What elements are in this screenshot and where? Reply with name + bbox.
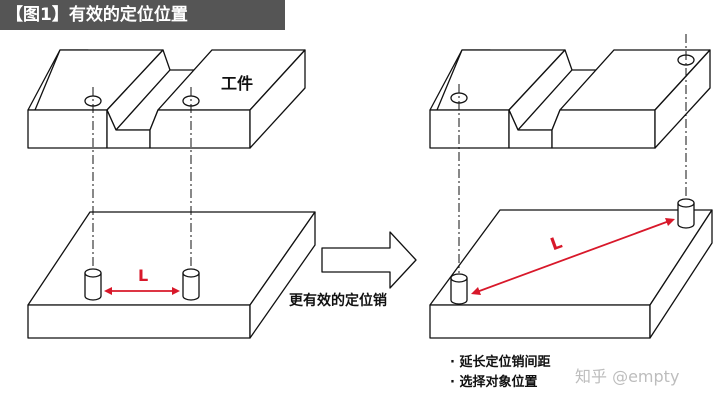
left-base-plate [27, 211, 316, 339]
left-plate-front [27, 304, 251, 339]
right-pin-1-top [450, 273, 468, 283]
notes-list: · 延长定位销间距 · 选择对象位置 [450, 353, 550, 393]
right-pin-1-body [450, 277, 468, 305]
left-workpiece-side [249, 49, 306, 149]
right-distance-arrowhead-2 [665, 218, 675, 226]
left-pin-1-top [84, 268, 102, 278]
left-distance-arrowhead-2 [172, 287, 180, 295]
arrow-caption: 更有效的定位销 [289, 293, 387, 309]
note-item: · 延长定位销间距 [450, 355, 551, 370]
left-workpiece-front-left [27, 109, 108, 149]
left-plate-side [249, 211, 316, 339]
figure-title: 【图1】有效的定位位置 [0, 0, 285, 30]
right-distance-arrowhead-1 [471, 287, 481, 295]
right-workpiece-front-right [551, 109, 656, 149]
left-pin-1-body [84, 272, 102, 301]
watermark: 知乎 @empty [575, 367, 680, 386]
note-item: · 选择对象位置 [450, 375, 538, 390]
left-pin-2-top [182, 268, 200, 278]
right-plate-side [649, 209, 713, 339]
right-workpiece-front-left [429, 109, 510, 149]
right-pin-2-top [677, 198, 695, 208]
right-plate-front [429, 304, 651, 339]
left-pin-2-body [182, 272, 200, 301]
workpiece-label: 工件 [221, 74, 254, 93]
transition-arrow [321, 231, 417, 289]
right-distance-line [473, 219, 673, 294]
left-distance-label: L [138, 266, 149, 285]
right-workpiece-side [654, 49, 711, 149]
right-pin-2-body [677, 202, 695, 229]
left-workpiece [27, 49, 306, 149]
left-distance-arrowhead-1 [104, 287, 112, 295]
right-workpiece [429, 49, 711, 149]
left-workpiece-front-right [149, 109, 251, 149]
